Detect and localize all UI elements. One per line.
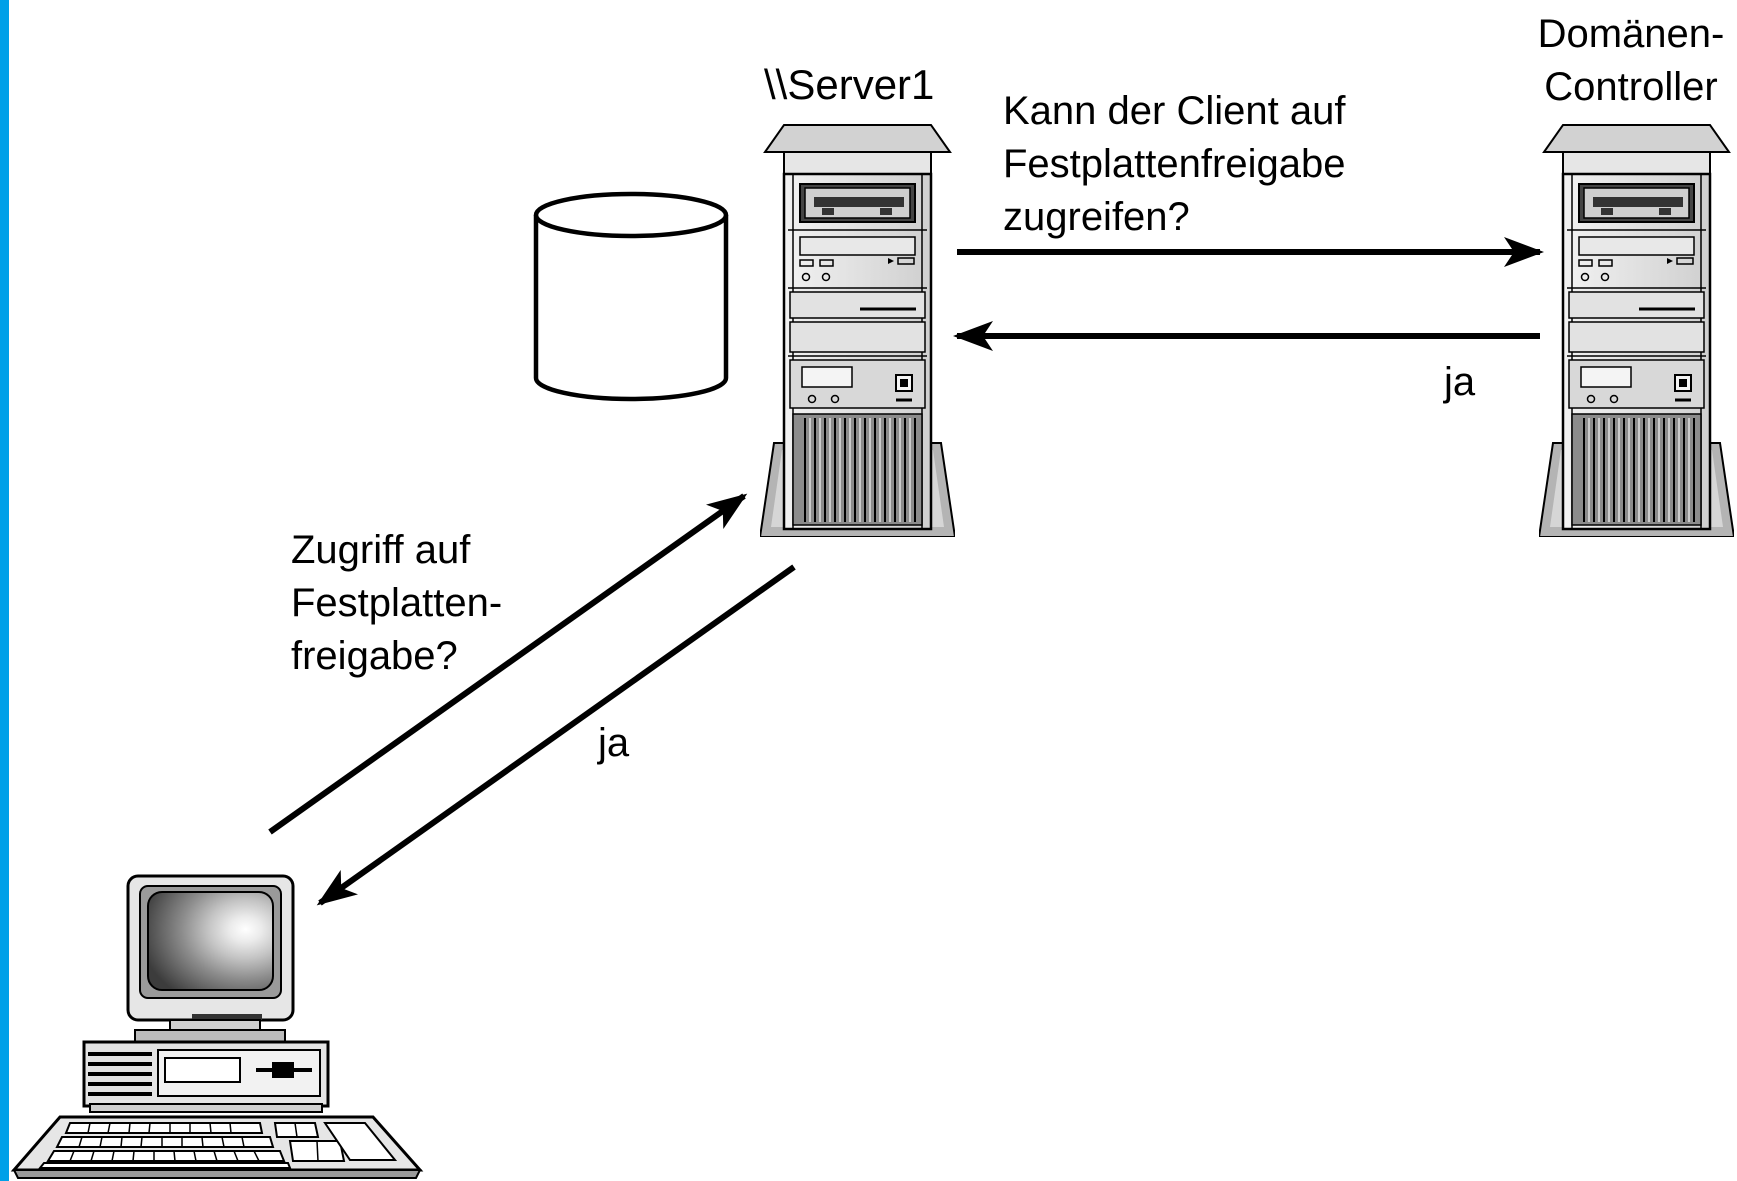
- query-server-to-dc-line1: Kann der Client auf: [1003, 89, 1346, 133]
- arrow-client-to-server: [268, 493, 748, 835]
- query-server-to-dc-line2: Festplattenfreigabe: [1003, 142, 1346, 186]
- query-client-to-server-line2: Festplatten-: [291, 581, 503, 625]
- domain-controller-label-line1: Domänen-: [1537, 12, 1725, 56]
- client-computer-icon: [10, 874, 424, 1179]
- frame-accent-stripe: [0, 0, 9, 1181]
- disk-share-icon: [533, 191, 729, 402]
- query-client-to-server-label: Zugriff auf Festplatten- freigabe?: [291, 524, 502, 683]
- query-client-to-server-line1: Zugriff auf: [291, 528, 471, 572]
- query-server-to-dc-line3: zugreifen?: [1003, 195, 1190, 239]
- domain-controller-icon: [1539, 123, 1734, 537]
- server1-label: \\Server1: [764, 61, 935, 108]
- server1-icon: [760, 123, 955, 537]
- arrow-server-to-client: [316, 564, 796, 906]
- reply-server-to-client-label: ja: [598, 721, 630, 765]
- domain-controller-label: Domänen- Controller: [1525, 8, 1737, 114]
- reply-dc-to-server-label: ja: [1444, 360, 1476, 404]
- query-client-to-server-line3: freigabe?: [291, 634, 458, 678]
- domain-controller-label-line2: Controller: [1544, 65, 1718, 109]
- query-server-to-dc-label: Kann der Client auf Festplattenfreigabe …: [1003, 85, 1345, 244]
